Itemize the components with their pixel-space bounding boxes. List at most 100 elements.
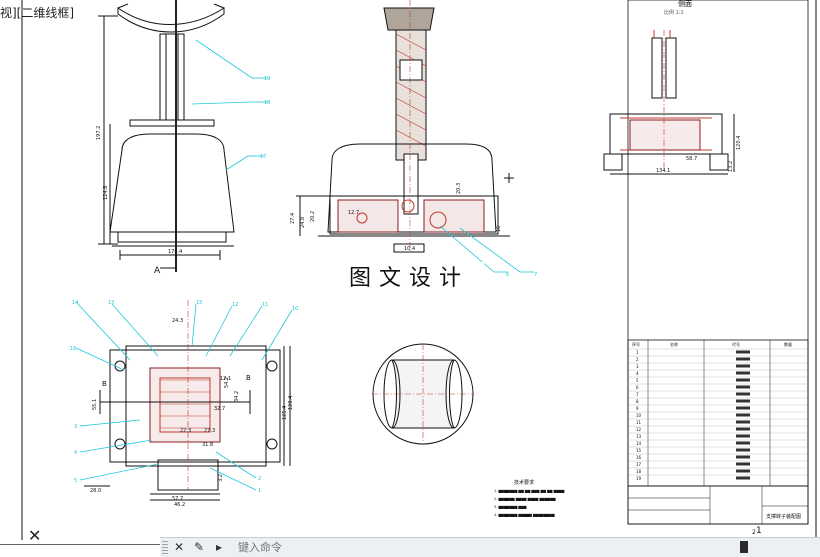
dim-text: 10.4 (404, 246, 415, 252)
dim-text: 34.2 (234, 391, 240, 402)
section-mark: B (102, 380, 107, 388)
command-input[interactable] (236, 539, 800, 556)
dim-text: 124.8 (103, 186, 109, 200)
bom-row-number: 8 (636, 399, 639, 404)
center-balloons: 6 7 (506, 272, 537, 278)
dim-text: 13.2 (728, 161, 734, 172)
dim-text: 20.3 (456, 183, 462, 194)
title-block-name: 支撑转子装配图 (766, 513, 801, 520)
dim-text: 197.2 (96, 126, 102, 140)
dim-text: 46.2 (174, 502, 185, 508)
bom-code-block (736, 441, 750, 445)
bom-row-number: 7 (636, 392, 639, 397)
dim-text: 55.1 (92, 399, 98, 410)
section-mark: B (246, 374, 251, 382)
bom-code-block (736, 469, 750, 473)
bom-row-number: 10 (636, 413, 642, 418)
center-leaders (439, 225, 534, 273)
bom-code-block (736, 399, 750, 403)
bom-code-block (736, 350, 750, 354)
balloon-number: 3 (74, 424, 77, 430)
bom-row-number: 6 (636, 385, 639, 390)
bom-row-number: 17 (636, 462, 642, 467)
close-command-line-icon[interactable]: ✕ (173, 540, 185, 554)
bom-code-block (736, 357, 750, 361)
drag-grip-icon[interactable] (162, 541, 168, 554)
technical-notes: 技术要求 1. ▆▆▆▆▆▆▆ ▆▆ ▆▆ ▆▆▆ ▆▆ ▆▆ ▆▆▆▆ 2. … (494, 479, 565, 517)
bom-row-number: 9 (636, 406, 639, 411)
notes-line: 4. ▆▆▆▆▆▆▆ ▆▆▆▆▆ ▆▆▆▆▆▆▆▆ (494, 513, 555, 517)
balloon-number: 7 (534, 272, 537, 278)
dim-text: 120.4 (736, 136, 742, 150)
balloon-number: 16 (70, 346, 76, 352)
detail-view[interactable] (372, 343, 474, 445)
side-view[interactable] (603, 30, 735, 175)
bom-header-cell: 序号 (632, 341, 640, 347)
front-view[interactable] (98, 0, 235, 272)
bom-row-number: 18 (636, 469, 642, 474)
bom-code-block (736, 434, 750, 438)
dim-text: 12.7 (348, 210, 359, 216)
bom-header-cell: 代号 (732, 341, 740, 347)
dim-text: 58.7 (686, 156, 697, 162)
plan-view[interactable] (84, 300, 291, 501)
balloon-number: 15 (196, 300, 202, 306)
bom-row-number: 13 (636, 434, 642, 439)
dim-text: 27.3 (204, 428, 215, 434)
balloon-number: 17 (260, 154, 266, 160)
dim-text: 24.8 (300, 217, 306, 228)
balloon-number: 5 (74, 478, 77, 484)
balloon-number: 11 (262, 302, 268, 308)
bom-code-block (736, 378, 750, 382)
balloon-number: 14 (72, 300, 78, 306)
wrench-icon[interactable]: ✎ (193, 540, 205, 554)
dim-text: 54.2 (224, 377, 230, 388)
title-block-sheet: 2 (752, 529, 756, 536)
center-section-view[interactable] (296, 0, 514, 253)
title-block: 支撑转子装配图 2 (627, 485, 809, 536)
bom-code-block (736, 392, 750, 396)
bom-table[interactable]: 序号 名称 代号 数量 1234567891011121314151617181… (627, 339, 809, 487)
plan-balloons: 14 13 12 11 10 15 16 3 4 5 2 1 (70, 300, 298, 494)
side-view-title: 侧面 (678, 0, 692, 8)
dim-text: 32.7 (214, 406, 225, 412)
bom-row-number: 2 (636, 357, 639, 362)
bom-row-number: 14 (636, 441, 642, 446)
dim-text: 22.3 (180, 428, 191, 434)
scrollbar-handle[interactable] (740, 541, 748, 553)
dim-text: 31.8 (202, 442, 213, 448)
bom-code-block (736, 455, 750, 459)
balloon-number: 12 (232, 302, 238, 308)
bom-code-block (736, 371, 750, 375)
balloon-number: 4 (74, 450, 77, 456)
bom-row-number: 16 (636, 455, 642, 460)
front-dims: 197.2 124.8 178.4 (96, 126, 182, 255)
notes-line: 2. ▆▆▆▆▆▆ ▆▆▆▆ ▆▆▆▆ ▆▆▆▆▆▆ (494, 497, 556, 501)
bom-code-block (736, 385, 750, 389)
close-icon[interactable]: ✕ (28, 526, 42, 545)
balloon-number: 6 (506, 272, 509, 278)
balloon-number: 1 (258, 488, 261, 494)
plan-section-marks: B B (102, 374, 251, 388)
bom-row-number: 15 (636, 448, 642, 453)
dim-text: 16 (496, 226, 502, 232)
notes-line: 3. ▆▆▆▆▆▆▆ ▆▆▆ (494, 505, 527, 509)
bom-code-block (736, 462, 750, 466)
bom-row-number: 11 (636, 420, 642, 425)
side-view-scale: 比例 1:1 (664, 9, 684, 16)
dim-text: 3.2 (218, 474, 224, 482)
side-dims: 134.1 58.7 120.4 13.2 (656, 136, 742, 174)
balloon-number: 19 (264, 76, 270, 82)
dim-text: 57.7 (172, 496, 183, 502)
dim-text: 134.1 (656, 168, 670, 174)
balloon-number: 18 (264, 100, 270, 106)
balloon-number: 13 (108, 300, 114, 306)
bom-row-number: 19 (636, 476, 642, 481)
viewport-label[interactable]: 视][二维线框] (0, 6, 75, 20)
section-label: A (154, 266, 161, 276)
command-history-icon[interactable]: ▸ (215, 540, 223, 554)
dim-text: 178.4 (168, 249, 182, 255)
dim-text: 24.3 (172, 318, 183, 324)
command-line-bar: ✕ ✎ ▸ (160, 537, 820, 557)
